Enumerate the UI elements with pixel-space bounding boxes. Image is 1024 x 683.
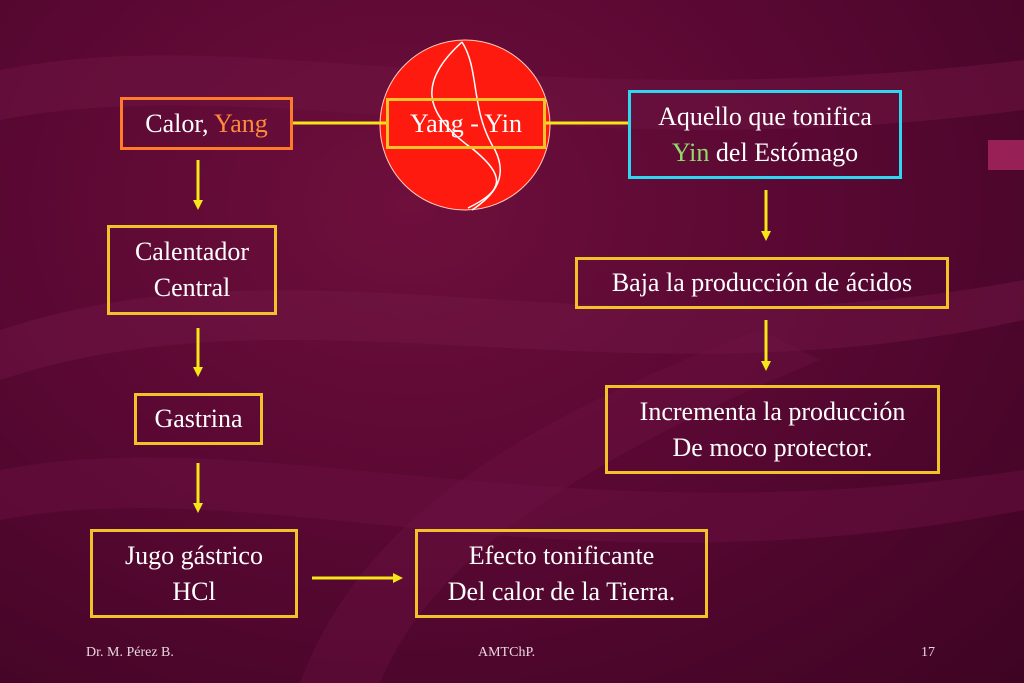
yin-yang-curve-right [461, 41, 501, 211]
incrementa-line1: Incrementa la producción [639, 396, 906, 426]
yin-yang-circle [379, 39, 551, 211]
efecto-box: Efecto tonificante Del calor de la Tierr… [415, 529, 708, 618]
calentador-line2: Central [153, 273, 231, 302]
footer-page-number: 17 [921, 645, 935, 660]
efecto-line2: Del calor de la Tierra. [447, 576, 676, 606]
yang-yin-box: Yang - Yin [386, 98, 546, 149]
calentador-box: Calentador Central [107, 225, 277, 315]
jugo-line2: HCl [172, 576, 216, 606]
yin-yang-symbol [379, 39, 551, 211]
aquello-box: Aquello que tonifica Yin del Estómago [628, 90, 902, 179]
incrementa-box: Incrementa la producción De moco protect… [605, 385, 940, 474]
baja-box: Baja la producción de ácidos [575, 257, 949, 309]
incrementa-line2: De moco protector. [672, 432, 873, 462]
yin-word: Yin [671, 137, 710, 167]
yang-yin-label: Yang - Yin [410, 108, 522, 138]
calor-word: Calor, [145, 108, 209, 138]
footer-author: Dr. M. Pérez B. [86, 645, 174, 660]
aquello-line2: del Estómago [715, 137, 859, 167]
calentador-line1: Calentador [134, 237, 250, 266]
aquello-line1: Aquello que tonifica [658, 101, 872, 131]
footer-center: AMTChP. [478, 645, 536, 660]
gastrina-label: Gastrina [154, 404, 243, 433]
efecto-line1: Efecto tonificante [468, 540, 655, 570]
baja-label: Baja la producción de ácidos [611, 268, 913, 297]
yang-word: Yang [214, 108, 268, 138]
jugo-box: Jugo gástrico HCl [90, 529, 298, 618]
gastrina-box: Gastrina [134, 393, 263, 445]
calor-yang-box: Calor, Yang [120, 97, 293, 150]
jugo-line1: Jugo gástrico [125, 540, 263, 570]
